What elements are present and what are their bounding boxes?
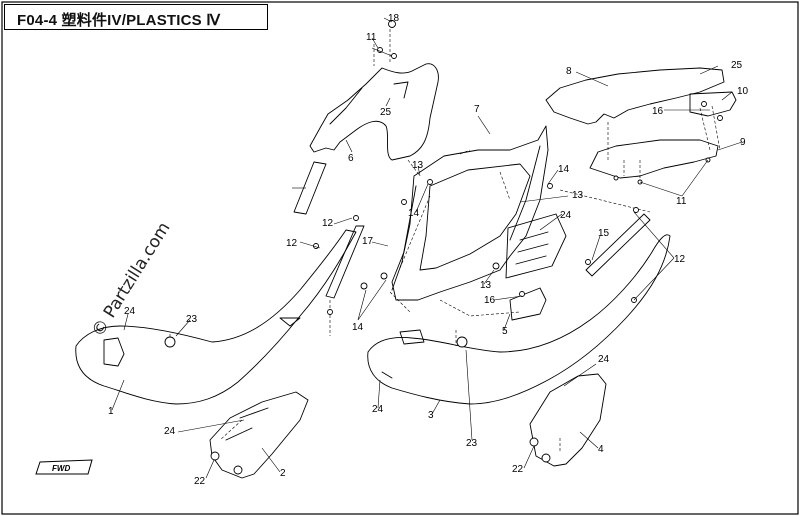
part-12-right-rail: [585, 213, 651, 277]
callout-22d: 24: [598, 354, 610, 365]
callout-12: 12: [322, 218, 334, 229]
callout-14b: 14: [408, 208, 420, 219]
callout-2: 2: [280, 468, 286, 479]
fastener-18: [388, 20, 396, 28]
callout-6: 6: [348, 153, 354, 164]
leader-lines: [111, 17, 743, 479]
diagram-title: F04-4 塑料件IV/PLASTICS Ⅳ: [17, 12, 221, 29]
screw-icon: [492, 262, 500, 270]
callout-14c: 14: [352, 322, 364, 333]
callout-20: 22: [194, 476, 206, 487]
part-4-lower-panel: [529, 373, 607, 467]
title-box: F04-4 塑料件IV/PLASTICS Ⅳ: [4, 4, 268, 30]
grommet-21-left: [164, 336, 176, 348]
grommet-20-left-b: [233, 465, 243, 475]
callout-20b: 22: [512, 464, 524, 475]
grommet-20-right-a: [529, 437, 539, 447]
callout-17: 17: [362, 236, 374, 247]
callout-16: 16: [652, 106, 664, 117]
callout-10: 10: [737, 86, 749, 97]
part-6-cover: [309, 63, 439, 161]
fasteners: [164, 20, 723, 475]
callout-18: 18: [388, 13, 400, 24]
callout-11b: 11: [676, 196, 687, 207]
callout-11: 11: [366, 32, 377, 43]
part-3-inner: [381, 329, 425, 379]
screw-icon: [585, 259, 591, 265]
callout-15: 15: [598, 228, 610, 239]
callout-7: 7: [474, 104, 480, 115]
part-7-rail-right: [509, 145, 541, 241]
part-5-bracket: [509, 287, 547, 321]
grommet-20-right-b: [541, 453, 551, 463]
part-3-side-panel: [367, 234, 671, 405]
screw-icon: [380, 272, 388, 280]
callout-4: 4: [598, 444, 604, 455]
callout-14: 14: [558, 164, 570, 175]
callout-21b: 23: [466, 438, 478, 449]
part-24-cover: [505, 213, 567, 279]
fwd-label: FWD: [52, 464, 70, 473]
alignment-lines: [169, 24, 721, 452]
screw-icon: [701, 101, 707, 107]
callout-22: 24: [124, 306, 136, 317]
screw-icon: [547, 183, 553, 189]
screw-icon: [353, 215, 359, 221]
part-2-inner: [225, 407, 269, 441]
callout-9: 9: [740, 137, 746, 148]
callout-13: 13: [412, 160, 424, 171]
callout-24: 24: [560, 210, 572, 221]
part-1-inner: [103, 317, 301, 367]
callout-22c: 24: [372, 404, 384, 415]
callout-12c: 12: [674, 254, 686, 265]
screw-icon: [633, 207, 639, 213]
screw-icon: [401, 199, 407, 205]
callout-13c: 13: [480, 280, 492, 291]
part-6-inner-line: [329, 81, 409, 125]
screw-icon: [717, 115, 723, 121]
part-7-inner: [419, 163, 531, 271]
part-8-cover: [545, 67, 725, 125]
part-25-strap: [293, 161, 327, 215]
callout-labels: 18 11 25 6 7 8 25 10 16 9 11 13 14 13 14…: [108, 13, 749, 487]
fwd-arrow-icon: FWD: [35, 459, 93, 475]
part-17-bracket: [325, 225, 365, 299]
callout-12b: 12: [286, 238, 298, 249]
callout-22b: 24: [164, 426, 176, 437]
grommet-21-center: [456, 336, 468, 348]
part-7-tray: [391, 125, 549, 301]
callout-1: 1: [108, 406, 114, 417]
part-24-grid: [515, 231, 549, 265]
part-9-cover: [589, 139, 719, 179]
screw-icon: [519, 291, 525, 297]
callout-5: 5: [502, 326, 508, 337]
callout-8: 8: [566, 66, 572, 77]
part-2-lower-panel: [209, 391, 309, 479]
callout-23: 25: [380, 107, 392, 118]
screw-icon: [360, 282, 368, 290]
part-1-side-panel: [75, 229, 357, 405]
callout-13b: 13: [572, 190, 584, 201]
screw-icon: [391, 53, 397, 59]
callout-21: 23: [186, 314, 198, 325]
callout-16b: 16: [484, 295, 496, 306]
screw-icon: [427, 179, 433, 185]
grommet-20-left-a: [210, 451, 220, 461]
part-7-rail-left: [391, 185, 417, 291]
callout-3: 3: [428, 410, 434, 421]
screw-icon: [327, 309, 333, 315]
callout-23b: 25: [731, 60, 743, 71]
screw-icon: [613, 175, 619, 181]
